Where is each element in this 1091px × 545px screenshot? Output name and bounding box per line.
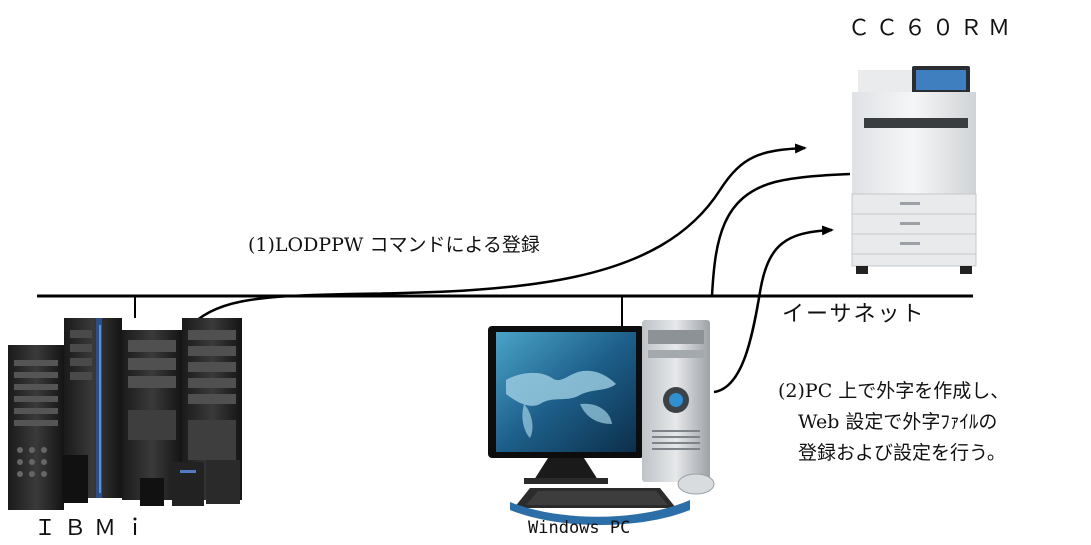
step2-line: 登録および設定を行う。 — [798, 442, 1006, 464]
lodppw-arrow — [185, 143, 807, 331]
multifunction-printer-icon — [851, 66, 977, 274]
step2-label: (2)PC 上で外字を作成し、 Web 設定で外字ﾌｧｲﾙの 登録および設定を行… — [778, 376, 1009, 469]
web-setting-arrow — [713, 225, 834, 394]
windows-pc-label: Windows PC — [528, 518, 631, 538]
ethernet-label: イーサネット — [782, 302, 926, 327]
ibm-i-label: ＩＢＭｉ — [34, 516, 155, 541]
ibm-i-server-rack-icon — [8, 318, 242, 510]
desktop-pc-icon — [488, 320, 715, 525]
step2-line: (2)PC 上で外字を作成し、 — [778, 380, 1010, 402]
ethernet-network — [37, 294, 973, 326]
step1-label: (1)LODPPW コマンドによる登録 — [248, 234, 540, 256]
step2-line: Web 設定で外字ﾌｧｲﾙの — [798, 411, 998, 433]
printer-name-label: ＣＣ６０ＲＭ — [848, 16, 1017, 41]
printer-connection-curve — [710, 172, 851, 297]
